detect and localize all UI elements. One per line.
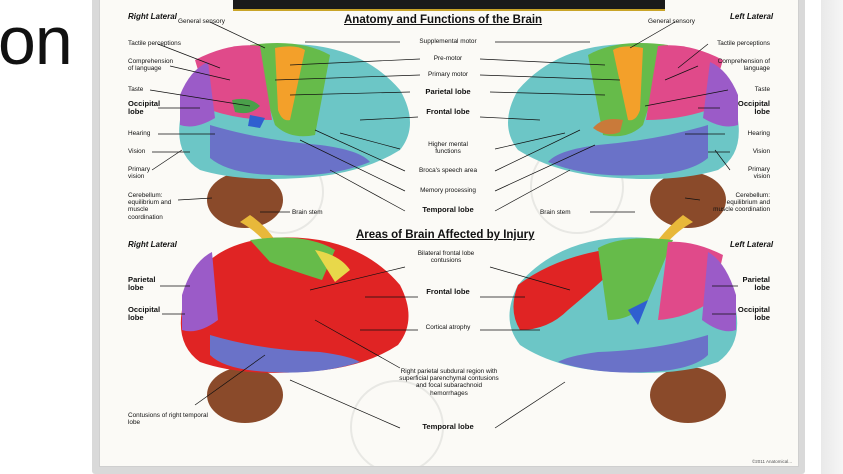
label-parietal-lobe: Parietal lobe bbox=[742, 275, 770, 293]
label-vision: Vision bbox=[752, 148, 770, 155]
slide-edge-strip bbox=[821, 0, 843, 474]
label-frontal-lobe: Frontal lobe bbox=[426, 287, 470, 296]
label-tactile-perceptions: Tactile perceptions bbox=[128, 40, 181, 47]
brain-illustrations bbox=[149, 21, 739, 429]
label-general-sensory: General sensory bbox=[648, 18, 695, 25]
label-right-parietal-subdural: Right parietal subdural region with supe… bbox=[399, 368, 499, 397]
label-hearing: Hearing bbox=[747, 130, 770, 137]
label-parietal-lobe: Parietal lobe bbox=[425, 87, 471, 96]
label-supplemental-motor: Supplemental motor bbox=[419, 38, 477, 45]
top-heading: Anatomy and Functions of the Brain bbox=[344, 14, 543, 26]
label-higher-mental-functions: Higher mental functions bbox=[428, 141, 468, 156]
side-label-left-lateral: Left Lateral bbox=[730, 240, 774, 249]
label-temporal-lobe: Temporal lobe bbox=[422, 422, 474, 431]
label-memory-processing: Memory processing bbox=[420, 187, 476, 194]
side-label-left-lateral: Left Lateral bbox=[730, 12, 774, 21]
label-brain-stem: Brain stem bbox=[292, 209, 323, 216]
brain-bottom-right bbox=[509, 237, 738, 423]
label-primary-vision: Primary vision bbox=[128, 166, 151, 181]
label-brocas-speech-area: Broca's speech area bbox=[418, 167, 478, 174]
label-parietal-lobe: Parietal lobe bbox=[128, 275, 156, 293]
label-temporal-lobe: Temporal lobe bbox=[422, 205, 474, 214]
label-cerebellum: Cerebellum: equilibrium and muscle coord… bbox=[713, 192, 770, 214]
brain-bottom-left bbox=[180, 237, 409, 423]
label-comprehension-of-language: Comprehension of language bbox=[717, 58, 770, 73]
label-cerebellum: Cerebellum: equilibrium and muscle coord… bbox=[128, 192, 172, 221]
label-frontal-lobe: Frontal lobe bbox=[426, 107, 470, 116]
label-vision: Vision bbox=[128, 148, 146, 155]
label-occipital-lobe: Occipital lobe bbox=[737, 305, 770, 323]
label-taste: Taste bbox=[128, 86, 144, 93]
label-tactile-perceptions: Tactile perceptions bbox=[717, 40, 770, 47]
poster-banner bbox=[233, 0, 665, 11]
label-occipital-lobe: Occipital lobe bbox=[128, 99, 161, 117]
label-pre-motor: Pre-motor bbox=[433, 55, 463, 62]
brain-poster: Anatomy and Functions of the Brain Areas… bbox=[100, 0, 798, 466]
bottom-heading: Areas of Brain Affected by Injury bbox=[356, 229, 535, 241]
label-bilateral-frontal-lobe-contusions: Bilateral frontal lobe contusions bbox=[417, 250, 475, 265]
label-primary-motor: Primary motor bbox=[427, 71, 469, 78]
label-occipital-lobe: Occipital lobe bbox=[128, 305, 161, 323]
copyright-notice: ©2011 Anatomical... bbox=[751, 459, 792, 464]
watermark-seal bbox=[350, 380, 444, 466]
label-cortical-atrophy: Cortical atrophy bbox=[425, 324, 471, 331]
side-label-right-lateral: Right Lateral bbox=[128, 240, 177, 249]
side-label-right-lateral: Right Lateral bbox=[128, 12, 177, 21]
label-hearing: Hearing bbox=[128, 130, 151, 137]
label-taste: Taste bbox=[754, 86, 770, 93]
label-comprehension-of-language: Comprehension of language bbox=[128, 58, 174, 73]
label-contusions-right-temporal-lobe: Contusions of right temporal lobe bbox=[128, 412, 208, 427]
slide-title: on bbox=[0, 3, 73, 79]
label-brain-stem: Brain stem bbox=[540, 209, 571, 216]
label-primary-vision: Primary vision bbox=[747, 166, 770, 181]
label-general-sensory: General sensory bbox=[178, 18, 225, 25]
leader-lines bbox=[149, 21, 738, 429]
label-occipital-lobe: Occipital lobe bbox=[737, 99, 770, 117]
